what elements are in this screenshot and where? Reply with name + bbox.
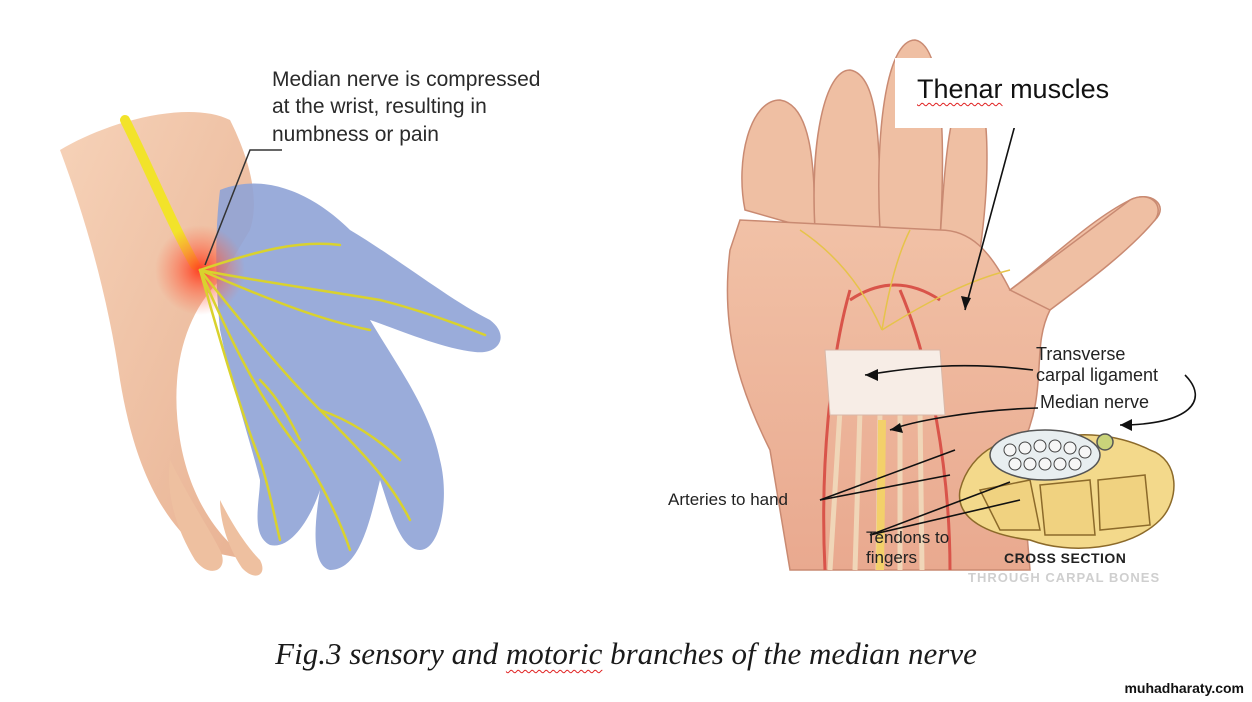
finger-shape (220, 500, 263, 576)
site-watermark: muhadharaty.com (1124, 680, 1244, 696)
thumb (1008, 196, 1159, 311)
carpal-bones-label: THROUGH CARPAL BONES (968, 570, 1161, 585)
cross-section (958, 429, 1175, 549)
compression-annotation: Median nerve is compressed at the wrist,… (272, 68, 541, 146)
index-finger (741, 99, 816, 231)
nerve-branches (198, 242, 487, 552)
figure-caption: Fig.3 sensory and motoric branches of th… (275, 636, 977, 671)
median-nerve (876, 419, 886, 571)
transverse-carpal-ligament-label: Transverse carpal ligament (1036, 344, 1159, 385)
cross-section-label: CROSS SECTION (1004, 550, 1127, 566)
numb-hand-area (216, 183, 501, 570)
annotation-arrows (819, 124, 1197, 536)
annotation-leader-line (204, 149, 282, 266)
thenar-muscles-label: Thenar muscles (917, 74, 1110, 104)
fine-nerve-branches (799, 229, 1011, 331)
thenar-label-box (895, 58, 1180, 128)
hand-numbness-drawing (60, 111, 501, 576)
arteries-label: Arteries to hand (668, 490, 789, 509)
median-nerve-label: Median nerve (1040, 392, 1150, 412)
arrow-heads (865, 296, 1132, 433)
forearm-shape (60, 111, 254, 560)
tendons-label: Tendons to fingers (866, 528, 950, 568)
middle-finger (813, 69, 881, 231)
transverse-carpal-ligament (824, 349, 946, 416)
finger-shape (169, 460, 223, 571)
left-hand-illustration (20, 80, 640, 600)
